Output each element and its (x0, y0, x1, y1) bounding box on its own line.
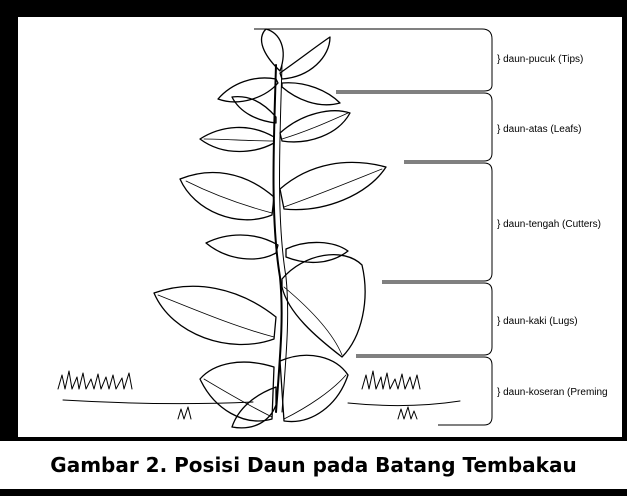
leaf-middle-4 (286, 242, 348, 262)
position-brackets (254, 29, 492, 425)
figure-panel: } daun-pucuk (Tips) } daun-atas (Leafs) … (18, 17, 622, 437)
leaf-bottom-2 (280, 355, 348, 421)
label-daun-kaki: } daun-kaki (Lugs) (497, 316, 578, 328)
leaf-lower-1 (154, 286, 276, 344)
label-daun-atas: } daun-atas (Leafs) (497, 124, 582, 136)
label-daun-tengah: } daun-tengah (Cutters) (497, 219, 601, 231)
leaf-middle-1 (180, 173, 274, 220)
leaf-tip-2 (280, 37, 330, 79)
leaf-tip-1 (262, 29, 284, 71)
label-daun-pucuk: } daun-pucuk (Tips) (497, 54, 583, 66)
leaf-upper-3 (232, 97, 276, 123)
leaf-upper-2 (280, 111, 350, 142)
figure-caption: Gambar 2. Posisi Daun pada Batang Tembak… (0, 441, 627, 489)
leaf-lower-2 (282, 255, 365, 357)
label-daun-koseran: } daun-koseran (Preming (497, 387, 608, 399)
leaf-tip-4 (282, 83, 340, 105)
leaf-middle-3 (206, 235, 278, 259)
